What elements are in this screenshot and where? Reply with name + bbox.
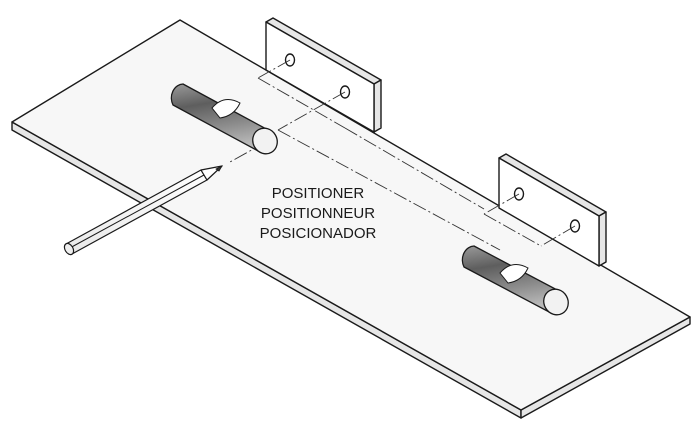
- align-line-left-3: [257, 77, 346, 129]
- right-pin-notch: [499, 263, 529, 284]
- left-bracket: [265, 17, 382, 133]
- right-pin: [461, 245, 569, 316]
- label-spanish: POSICIONADOR: [260, 225, 377, 242]
- label-english: POSITIONER: [272, 185, 365, 202]
- pencil-end-cap: [63, 242, 75, 256]
- pencil-facet-line: [67, 174, 205, 250]
- right-pin-end: [543, 288, 569, 316]
- left-pin-end: [252, 127, 278, 155]
- align-line-right-2: [540, 225, 576, 247]
- left-bracket-face: [265, 21, 375, 133]
- base-plate: [11, 19, 691, 419]
- align-line-left-4: [344, 127, 485, 210]
- left-pin-notch: [211, 98, 241, 119]
- right-bracket-right-edge: [598, 211, 607, 267]
- base-top-surface: [11, 19, 691, 411]
- align-line-left-1: [257, 59, 291, 79]
- right-bracket-face: [498, 157, 600, 267]
- pencil: [63, 165, 224, 256]
- label-french: POSITIONNEUR: [261, 205, 375, 222]
- left-pin: [170, 83, 278, 155]
- align-line-center: [277, 129, 501, 251]
- align-line-right-1: [483, 193, 520, 215]
- left-bracket-right-edge: [373, 79, 382, 133]
- right-bracket: [498, 153, 607, 267]
- align-line-right-3: [483, 213, 542, 247]
- pencil-lead: [215, 165, 224, 172]
- align-line-left-2: [277, 91, 346, 131]
- label-group: POSITIONER POSITIONNEUR POSICIONADOR: [260, 185, 377, 242]
